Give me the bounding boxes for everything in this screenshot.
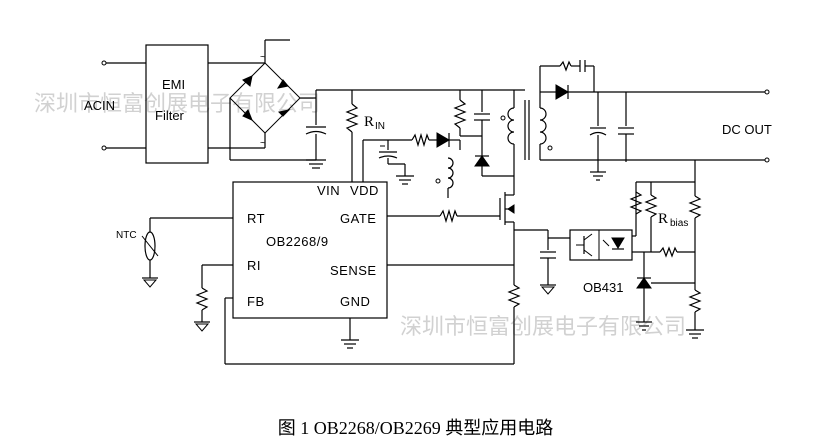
rin-subscript: IN	[375, 121, 385, 132]
rin-label: R	[364, 114, 374, 130]
rbias-label: R	[658, 211, 668, 227]
emi-filter: EMI Filter	[145, 44, 265, 164]
pin-fb: FB	[247, 294, 265, 309]
ntc-label: NTC	[116, 230, 137, 241]
ic-name: OB2268/9	[266, 234, 329, 249]
ac-input: ACIN	[84, 60, 146, 151]
rbias-subscript: bias	[670, 218, 688, 229]
pin-vin: VIN	[317, 183, 340, 198]
figure-caption: 图 1 OB2268/OB2269 典型应用电路	[277, 418, 554, 438]
pin-ri: RI	[247, 258, 261, 273]
output-rectifier: DC OUT	[539, 60, 772, 181]
pin-gnd: GND	[340, 294, 370, 309]
pin-vdd: VDD	[350, 183, 379, 198]
bulk-capacitor	[305, 89, 525, 169]
vdd-supply	[362, 132, 461, 198]
power-mosfet	[387, 176, 515, 245]
pin-rt: RT	[247, 211, 265, 226]
transformer	[453, 90, 553, 177]
dcout-label: DC OUT	[722, 122, 772, 137]
ic-ground	[341, 318, 359, 349]
ri-resistor	[194, 264, 233, 332]
ob431-label: OB431	[583, 280, 623, 295]
watermark-top: 深圳市恒富创展电子有限公司	[34, 92, 320, 117]
pin-gate: GATE	[340, 211, 376, 226]
pin-sense: SENSE	[330, 263, 377, 278]
svg-text:~: ~	[260, 52, 266, 63]
ic-ob2268: OB2268/9 VIN VDD RT GATE RI SENSE FB GND	[232, 181, 388, 319]
rin-resistor: R IN	[345, 90, 385, 182]
feedback-network: R bias OB431	[514, 160, 704, 339]
filter-label: Filter	[155, 108, 185, 123]
sense-network	[224, 245, 521, 365]
bridge-rectifier: ~ ~	[229, 39, 316, 161]
watermark-bottom: 深圳市恒富创展电子有限公司	[400, 315, 686, 340]
svg-text:~: ~	[260, 138, 266, 149]
emi-label: EMI	[162, 77, 185, 92]
ntc-network: NTC	[116, 217, 233, 288]
acin-label: ACIN	[84, 98, 115, 113]
